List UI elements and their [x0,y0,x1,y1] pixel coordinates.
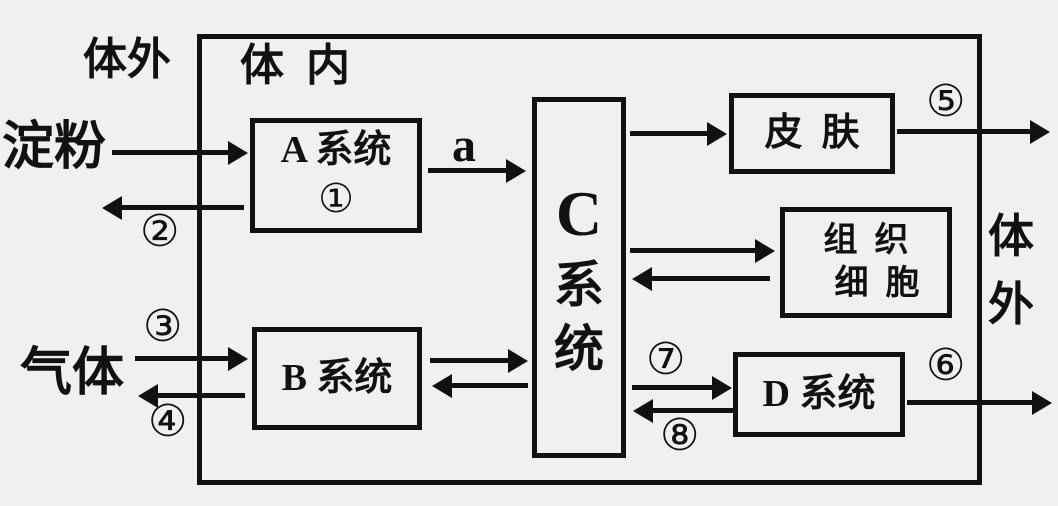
system-c-char-tong: 统 [554,320,604,377]
arrow-b-to-c [430,358,508,363]
body-boundary-box [197,34,982,485]
system-d-title: D 系统 [762,372,876,415]
arrow-tissue-cells-to-c [652,276,770,281]
arrow-label-circled-7: ⑦ [646,334,686,385]
arrow-label-circled-4: ④ [148,396,188,447]
system-b-title: B 系统 [281,356,393,399]
arrow-system-a-out-2 [122,205,244,210]
arrow-c-to-tissue-cells [630,248,755,253]
tissue-cells-line2: 细 胞 [834,264,920,302]
system-b-box: B 系统 [252,327,422,430]
arrow-c-to-b [452,383,528,388]
system-d-box: D 系统 [733,352,905,437]
system-a-box: A 系统 ① [250,118,422,233]
arrow-skin-out-5 [897,129,1030,134]
label-outside-right-char2: 外 [988,279,1034,330]
arrow-gas-out-4 [158,393,245,398]
arrow-a-to-c-labeled-a [428,168,506,173]
label-gas: 气体 [20,345,125,402]
arrow-gas-in-3 [135,356,228,361]
label-outside-right-char1: 体 [988,211,1034,262]
arrow-label-a: a [452,119,476,172]
label-outside-top-left: 体外 [83,35,171,84]
arrow-d-out-6 [907,400,1032,405]
arrow-starch-to-system-a [112,150,228,155]
system-c-char-c: C [555,177,603,249]
arrow-label-circled-8: ⑧ [660,410,700,461]
system-a-title: A 系统 [280,128,392,171]
system-a-note-circled-1: ① [318,176,354,223]
tissue-cells-line1: 组 织 [823,222,909,259]
label-inside-body: 体 内 [240,41,350,90]
tissue-cells-box: 组 织 细 胞 [780,207,952,318]
skin-box: 皮 肤 [729,93,895,174]
arrow-label-circled-2: ② [140,206,180,257]
arrow-label-circled-6: ⑥ [926,340,966,391]
label-starch: 淀粉 [2,119,107,176]
system-c-box: C 系 统 [532,97,626,458]
arrow-label-circled-5: ⑤ [926,76,966,127]
skin-title: 皮 肤 [764,111,860,154]
arrow-label-circled-3: ③ [143,301,183,352]
arrow-c-to-skin [630,131,707,136]
arrow-c-to-d-7 [632,385,712,390]
system-c-char-xi: 系 [554,256,604,313]
arrow-d-to-c-8 [653,408,733,413]
